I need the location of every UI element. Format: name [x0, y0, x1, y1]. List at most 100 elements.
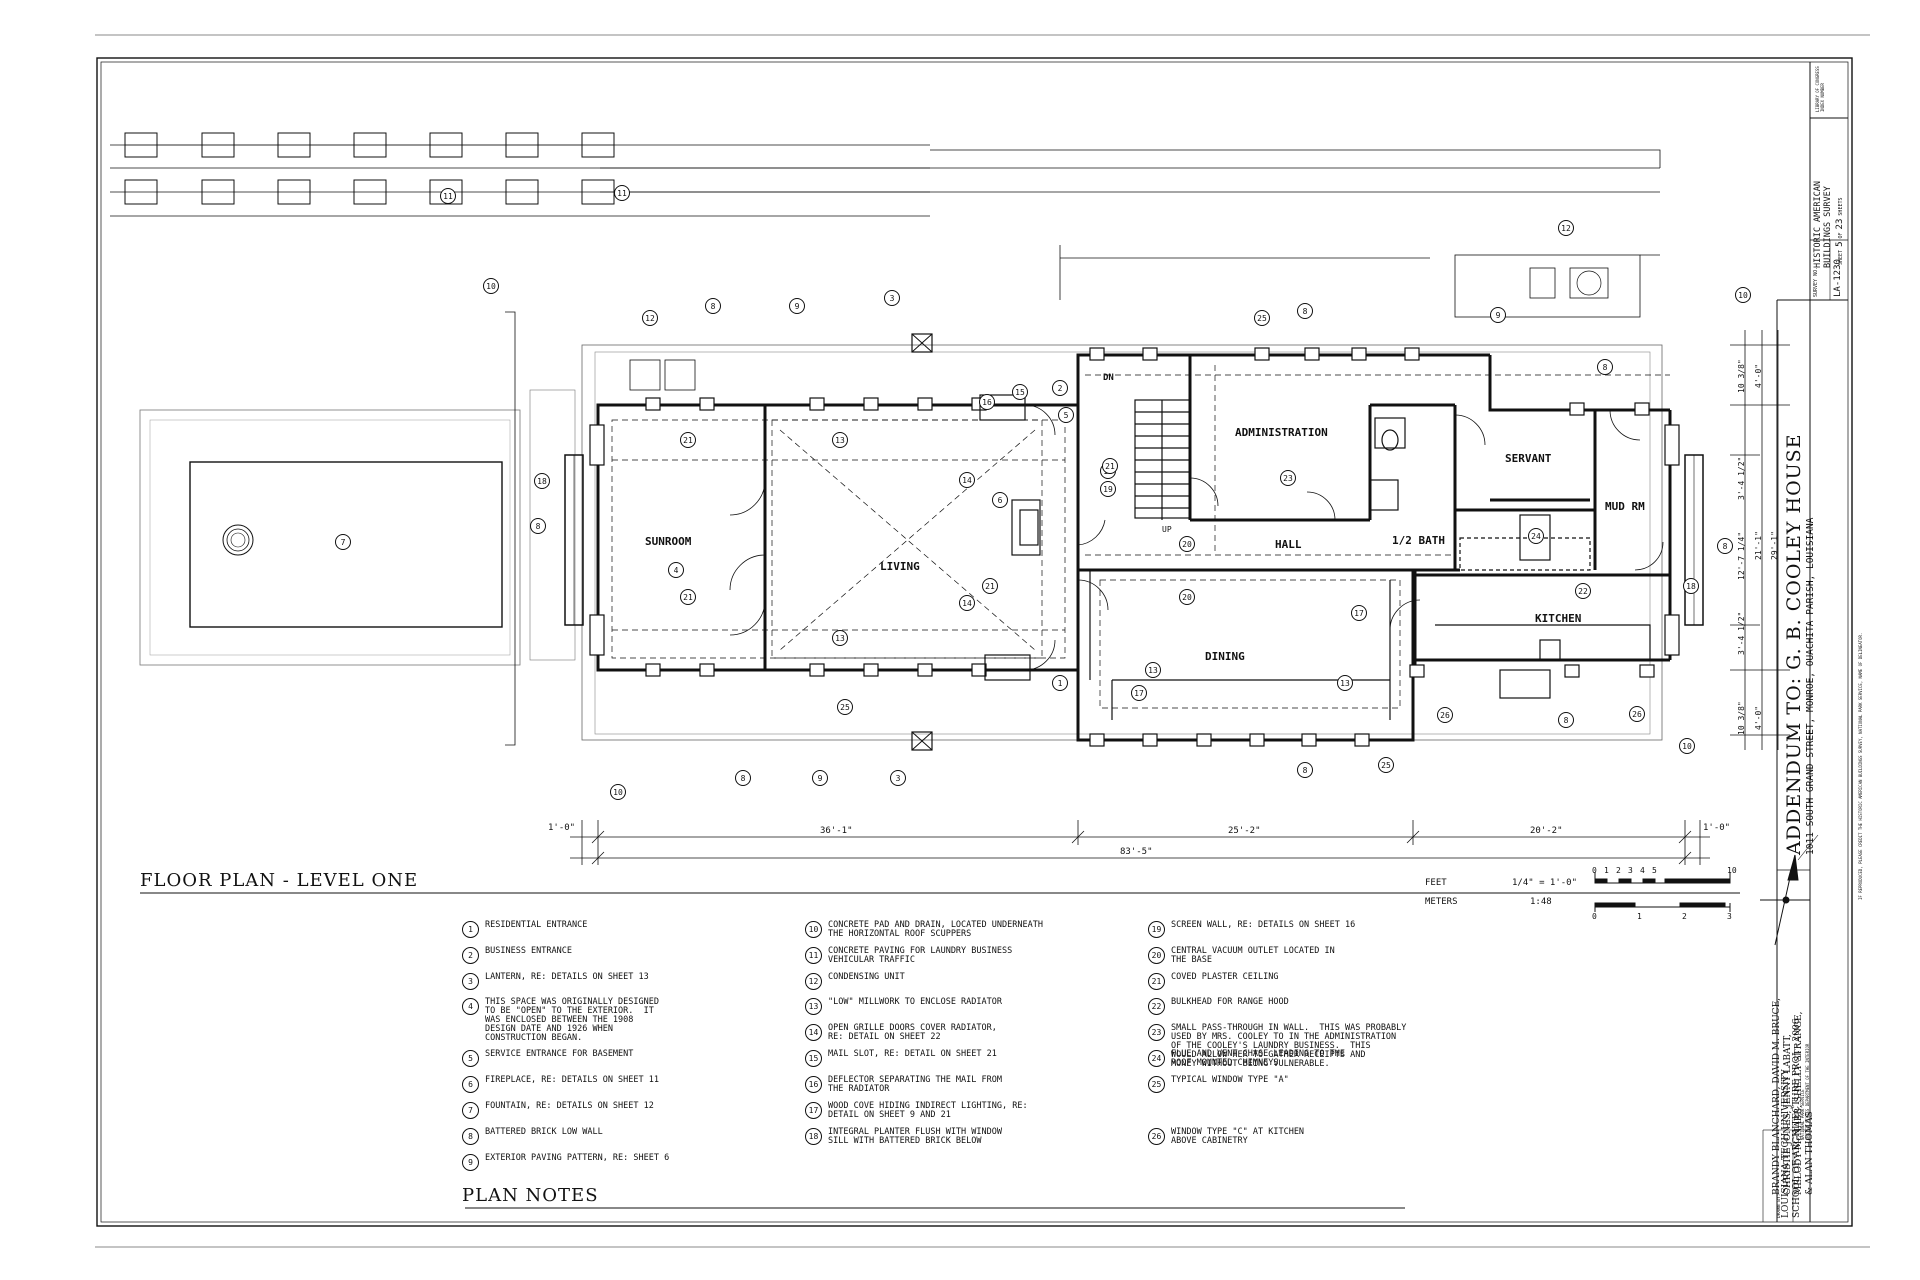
plan-note-18: 18 INTEGRAL PLANTER FLUSH WITH WINDOW SIL… — [805, 1128, 1002, 1146]
plan-note-text: SERVICE ENTRANCE FOR BASEMENT — [485, 1049, 634, 1059]
callout-tag-14: 14 — [959, 595, 975, 611]
callout-tag-12: 12 — [1558, 220, 1574, 236]
room-label-dining: DINING — [1205, 650, 1245, 663]
dim-right-r1: 10 3/8" — [1737, 359, 1746, 393]
scale-meter-tick: 3 — [1727, 912, 1732, 921]
plan-note-number: 18 — [805, 1128, 822, 1145]
plan-note-text: COVED PLASTER CEILING — [1171, 972, 1279, 982]
callout-tag-10: 10 — [610, 784, 626, 800]
callout-tag-14: 14 — [959, 472, 975, 488]
plan-note-number: 1 — [462, 921, 479, 938]
plan-note-text: CONCRETE PAD AND DRAIN, LOCATED UNDERNEA… — [828, 920, 1043, 939]
callout-tag-20: 20 — [1179, 589, 1195, 605]
scale-feet-tick: 0 — [1592, 866, 1597, 875]
callout-tag-4: 4 — [668, 562, 684, 578]
library-index-label: LIBRARY OF CONGRESS INDEX NUMBER — [1815, 66, 1825, 112]
room-label-kitchen: KITCHEN — [1535, 612, 1582, 625]
plan-note-8: 8 BATTERED BRICK LOW WALL — [462, 1128, 603, 1145]
scale-feet-tick: 4 — [1640, 866, 1645, 875]
callout-tag-26: 26 — [1629, 706, 1645, 722]
callout-tag-24: 24 — [1528, 528, 1544, 544]
callout-tag-25: 25 — [1378, 757, 1394, 773]
dim-right-r8: 10 3/8" — [1737, 701, 1746, 735]
callout-tag-3: 3 — [884, 290, 900, 306]
callout-tag-6: 6 — [992, 492, 1008, 508]
room-label-hall: HALL — [1275, 538, 1302, 551]
callout-tag-19: 19 — [1100, 481, 1116, 497]
scale-feet-tick: 2 — [1616, 866, 1621, 875]
dim-right-r3: 3'-4 1/2" — [1737, 456, 1746, 500]
callout-tag-1: 1 — [1052, 675, 1068, 691]
plan-note-text: BULKHEAD FOR RANGE HOOD — [1171, 997, 1289, 1007]
callout-tag-25: 25 — [1254, 310, 1270, 326]
plan-note-number: 2 — [462, 947, 479, 964]
callout-tag-26: 26 — [1437, 707, 1453, 723]
reproduction-credit: IF REPRODUCED, PLEASE CREDIT THE HISTORI… — [1858, 632, 1863, 900]
plan-note-number: 9 — [462, 1154, 479, 1171]
plan-note-number: 26 — [1148, 1128, 1165, 1145]
callout-tag-10: 10 — [1735, 287, 1751, 303]
callout-tag-8: 8 — [735, 770, 751, 786]
scale-feet-tick: 1 — [1604, 866, 1609, 875]
callout-tag-10: 10 — [1679, 738, 1695, 754]
survey-sheet-label: SHEET 5 OF 23 SHEETS — [1835, 197, 1845, 265]
scale-feet-tick: 10 — [1727, 866, 1737, 875]
callout-tag-2: 2 — [1052, 380, 1068, 396]
dim-overall: 83'-5" — [1120, 847, 1153, 857]
callout-tag-18: 18 — [534, 473, 550, 489]
plan-note-text: THIS SPACE WAS ORIGINALLY DESIGNED TO BE… — [485, 997, 659, 1043]
callout-tag-18: 18 — [1683, 578, 1699, 594]
plan-note-text: OPEN GRILLE DOORS COVER RADIATOR, RE: DE… — [828, 1023, 997, 1042]
callout-tag-15: 15 — [1012, 384, 1028, 400]
dim-right-r7: 29'-1" — [1770, 531, 1779, 560]
plan-note-number: 11 — [805, 947, 822, 964]
plan-note-number: 21 — [1148, 973, 1165, 990]
callout-tag-21: 21 — [680, 432, 696, 448]
dim-right-r9: 4'-0" — [1754, 705, 1763, 730]
plan-note-text: "LOW" MILLWORK TO ENCLOSE RADIATOR — [828, 997, 1002, 1007]
room-label-half-bath: 1/2 BATH — [1392, 534, 1445, 547]
callout-tag-9: 9 — [1490, 307, 1506, 323]
callout-tag-9: 9 — [789, 298, 805, 314]
dim-right-r6: 21'-1" — [1754, 531, 1763, 560]
callout-tag-8: 8 — [705, 298, 721, 314]
plan-note-text: CONDENSING UNIT — [828, 972, 905, 982]
dim-1ft-left: 1'-0" — [548, 823, 576, 833]
plan-note-text: FLUE AND VENT CHASE LEADING TO THE ROOF … — [1171, 1049, 1345, 1068]
plan-note-text: DEFLECTOR SEPARATING THE MAIL FROM THE R… — [828, 1075, 1002, 1094]
scale-feet-label: FEET — [1425, 878, 1447, 888]
plan-note-number: 3 — [462, 973, 479, 990]
callout-tag-8: 8 — [1597, 359, 1613, 375]
callout-tag-8: 8 — [530, 518, 546, 534]
scale-meter-tick: 1 — [1637, 912, 1642, 921]
plan-note-text: FIREPLACE, RE: DETAILS ON SHEET 11 — [485, 1075, 659, 1085]
callout-tag-8: 8 — [1717, 538, 1733, 554]
dim-25ft: 25'-2" — [1228, 826, 1261, 836]
callout-tag-8: 8 — [1297, 303, 1313, 319]
plan-note-text: INTEGRAL PLANTER FLUSH WITH WINDOW SILL … — [828, 1127, 1002, 1146]
callout-tag-20: 20 — [1179, 536, 1195, 552]
scale-meter-tick: 2 — [1682, 912, 1687, 921]
plan-note-text: SCREEN WALL, RE: DETAILS ON SHEET 16 — [1171, 920, 1356, 930]
plan-note-text: BATTERED BRICK LOW WALL — [485, 1127, 603, 1137]
plan-note-text: FOUNTAIN, RE: DETAILS ON SHEET 12 — [485, 1101, 654, 1111]
scale-meters-ratio: 1:48 — [1530, 897, 1552, 907]
plan-note-number: 8 — [462, 1128, 479, 1145]
callout-tag-22: 22 — [1575, 583, 1591, 599]
plan-note-13: 13"LOW" MILLWORK TO ENCLOSE RADIATOR — [805, 998, 1002, 1015]
callout-tag-13: 13 — [1145, 662, 1161, 678]
callout-tag-21: 21 — [982, 578, 998, 594]
callout-tag-13: 13 — [832, 630, 848, 646]
